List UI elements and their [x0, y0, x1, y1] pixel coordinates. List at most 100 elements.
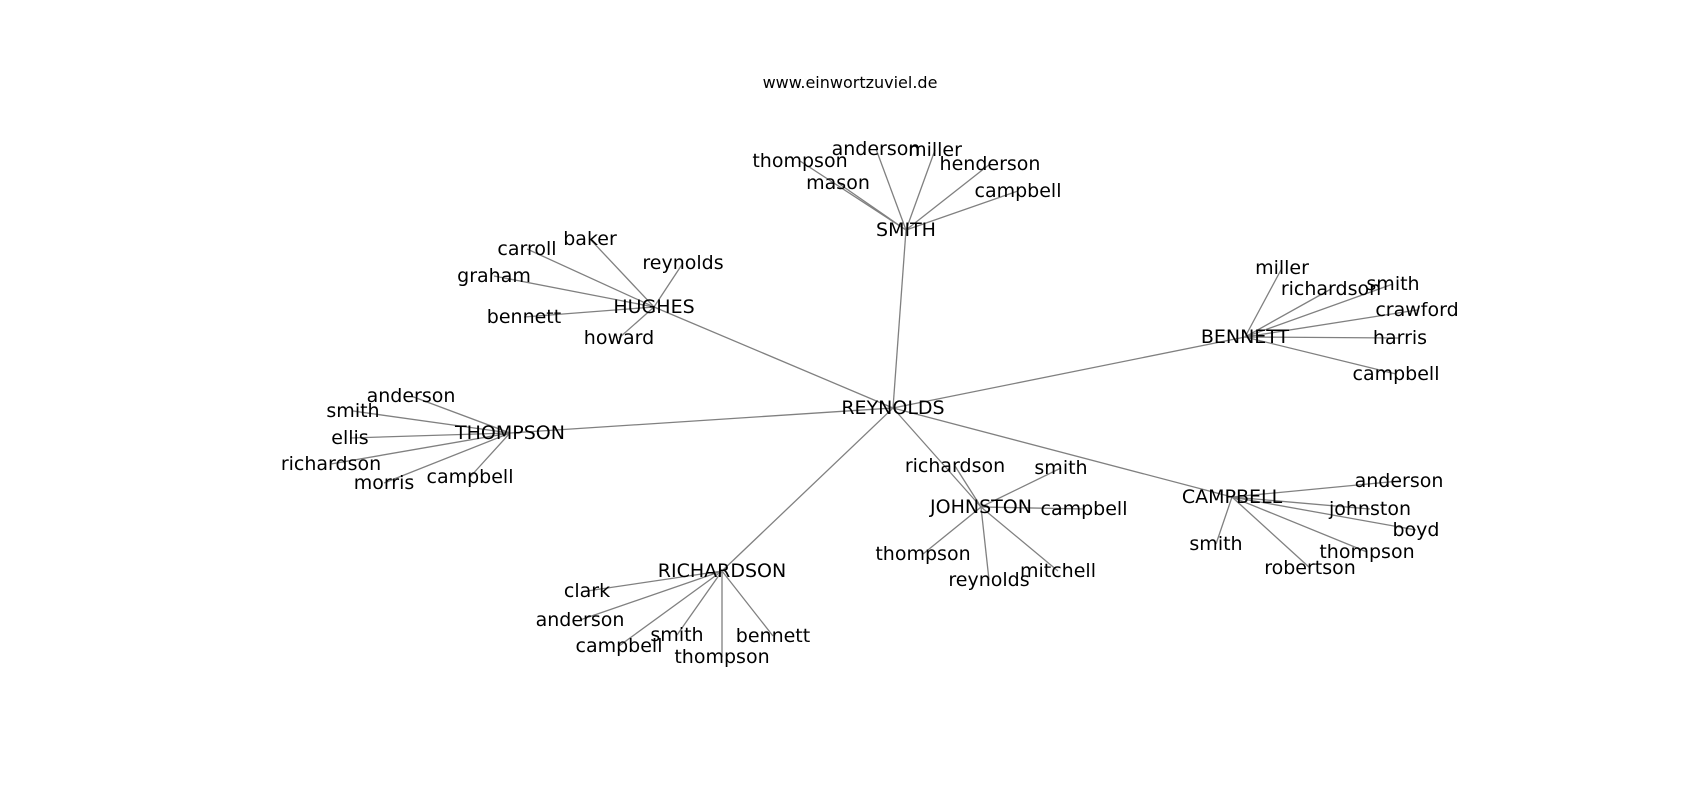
leaf-node-label: anderson: [1355, 470, 1444, 492]
hub-node-label: SMITH: [876, 219, 936, 241]
edges-layer: [330, 148, 1418, 657]
edge-hub-to-leaf: [523, 306, 655, 318]
leaf-node-label: anderson: [832, 138, 921, 160]
leaf-node-label: smith: [650, 624, 703, 646]
hub-node-label: THOMPSON: [454, 422, 565, 444]
leaf-node-label: richardson: [281, 453, 381, 475]
edge-hub-to-leaf: [1244, 336, 1401, 339]
leaf-node-label: thompson: [674, 646, 769, 668]
leaf-node-label: bennett: [487, 306, 561, 328]
hub-node-label: CAMPBELL: [1182, 486, 1283, 508]
leaf-node-label: mitchell: [1020, 560, 1096, 582]
edge-root-to-hub: [892, 229, 907, 409]
edge-hub-to-leaf: [579, 570, 723, 621]
leaf-node-label: thompson: [875, 543, 970, 565]
edge-hub-to-leaf: [1231, 496, 1417, 531]
leaf-node-label: thompson: [752, 150, 847, 172]
leaf-node-label: campbell: [975, 180, 1062, 202]
edge-root-to-hub: [892, 407, 1233, 498]
edge-root-to-hub: [653, 306, 894, 409]
leaf-node-label: morris: [354, 472, 415, 494]
leaf-node-label: campbell: [1041, 498, 1128, 520]
edge-hub-to-leaf: [1244, 336, 1397, 375]
leaf-node-label: reynolds: [642, 252, 723, 274]
leaf-node-label: richardson: [905, 455, 1005, 477]
edge-hub-to-leaf: [1244, 309, 1418, 338]
edge-hub-to-leaf: [905, 149, 936, 231]
leaf-node-label: bennett: [736, 625, 810, 647]
edge-root-to-hub: [892, 407, 982, 508]
edge-hub-to-leaf: [589, 238, 655, 308]
leaf-node-label: thompson: [1319, 541, 1414, 563]
edge-hub-to-leaf: [383, 432, 511, 484]
edge-hub-to-leaf: [954, 465, 982, 508]
leaf-node-label: henderson: [940, 153, 1041, 175]
edge-hub-to-leaf: [410, 395, 511, 434]
edge-hub-to-leaf: [1244, 283, 1394, 338]
leaf-node-label: johnston: [1328, 498, 1411, 520]
edge-hub-to-leaf: [469, 432, 511, 478]
leaf-node-label: harris: [1373, 327, 1427, 349]
edge-hub-to-leaf: [875, 148, 907, 231]
hub-node-label: HUGHES: [613, 296, 694, 318]
leaf-node-label: miller: [1255, 257, 1309, 279]
edge-hub-to-leaf: [1231, 496, 1311, 569]
leaf-node-label: smith: [326, 400, 379, 422]
edge-hub-to-leaf: [1244, 267, 1283, 338]
edge-hub-to-leaf: [1215, 496, 1233, 545]
edge-hub-to-leaf: [721, 570, 774, 637]
hub-node-label: BENNETT: [1201, 326, 1290, 348]
edge-hub-to-leaf: [1231, 496, 1368, 553]
edge-hub-to-leaf: [1244, 288, 1332, 338]
leaf-node-label: baker: [563, 228, 617, 250]
leaf-node-label: richardson: [1281, 278, 1381, 300]
edge-hub-to-leaf: [618, 306, 655, 339]
edge-hub-to-leaf: [653, 262, 684, 308]
leaf-node-label: campbell: [427, 466, 514, 488]
hub-node-label: JOHNSTON: [929, 496, 1032, 518]
leaf-node-label: carroll: [497, 238, 556, 260]
leaf-node-label: anderson: [367, 385, 456, 407]
edge-hub-to-leaf: [676, 570, 723, 636]
leaf-node-label: ellis: [331, 427, 368, 449]
leaf-node-label: smith: [1366, 273, 1419, 295]
edge-root-to-hub: [721, 407, 894, 572]
edge-hub-to-leaf: [905, 163, 991, 231]
edge-hub-to-leaf: [980, 506, 1059, 572]
labels-layer: REYNOLDSSMITHthompsonandersonmillerhende…: [281, 138, 1459, 668]
edge-hub-to-leaf: [1231, 480, 1400, 498]
edge-hub-to-leaf: [1231, 496, 1371, 510]
edge-hub-to-leaf: [618, 570, 723, 647]
leaf-node-label: graham: [457, 265, 531, 287]
edge-root-to-hub: [509, 407, 894, 434]
leaf-node-label: smith: [1034, 457, 1087, 479]
edge-hub-to-leaf: [330, 432, 511, 465]
leaf-node-label: miller: [908, 139, 962, 161]
site-url: www.einwortzuviel.de: [763, 73, 938, 92]
edge-hub-to-leaf: [837, 182, 907, 231]
edge-hub-to-leaf: [352, 410, 511, 434]
edge-hub-to-leaf: [526, 248, 655, 308]
edge-hub-to-leaf: [586, 570, 723, 592]
leaf-node-label: clark: [564, 580, 610, 602]
edge-hub-to-leaf: [349, 432, 511, 439]
edge-hub-to-leaf: [980, 506, 990, 581]
leaf-node-label: mason: [806, 172, 870, 194]
hub-node-label: RICHARDSON: [658, 560, 786, 582]
leaf-node-label: reynolds: [948, 569, 1029, 591]
leaf-node-label: boyd: [1393, 519, 1440, 541]
edge-root-to-hub: [892, 336, 1246, 409]
edge-hub-to-leaf: [980, 506, 1085, 510]
leaf-node-label: campbell: [1353, 363, 1440, 385]
edge-hub-to-leaf: [922, 506, 982, 555]
leaf-node-label: anderson: [536, 609, 625, 631]
leaf-node-label: howard: [584, 327, 654, 349]
edge-hub-to-leaf: [493, 275, 655, 308]
edge-hub-to-leaf: [905, 190, 1019, 231]
root-node-label: REYNOLDS: [841, 397, 944, 419]
leaf-node-label: crawford: [1375, 299, 1458, 321]
leaf-node-label: campbell: [576, 635, 663, 657]
leaf-node-label: smith: [1189, 533, 1242, 555]
edge-hub-to-leaf: [980, 467, 1062, 508]
